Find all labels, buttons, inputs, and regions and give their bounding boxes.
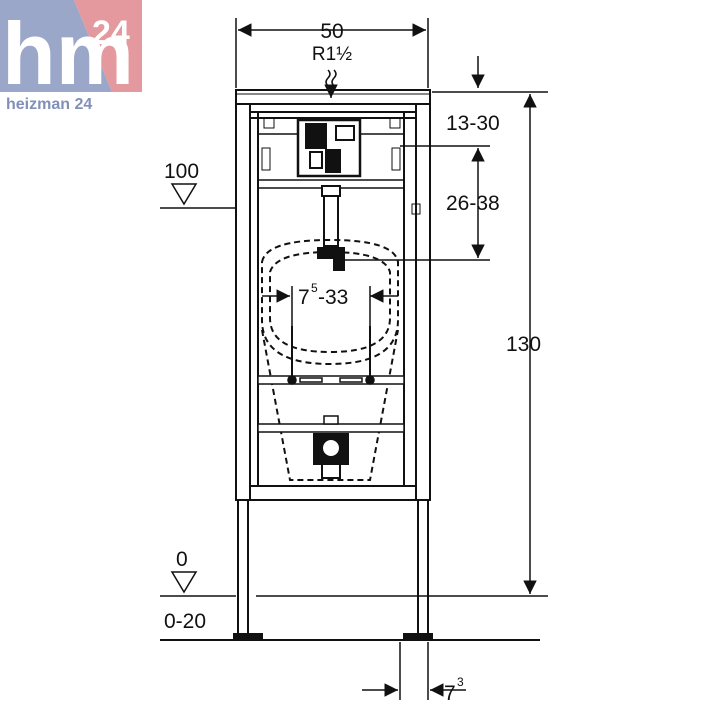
total-height-label: 130 bbox=[506, 333, 541, 356]
logo-badge: 24 bbox=[92, 14, 130, 52]
logo-mark: hm bbox=[2, 4, 134, 103]
level-triangle-100 bbox=[170, 183, 198, 206]
foot-offset-sup: 3 bbox=[457, 675, 464, 689]
foot-offset-label: 7 3 bbox=[444, 675, 464, 705]
bowl-width-rest: -33 bbox=[318, 286, 348, 309]
bowl-width-base: 7 bbox=[298, 286, 310, 309]
bottom-rail bbox=[249, 485, 417, 501]
drain-fitting bbox=[313, 433, 349, 479]
left-leg bbox=[237, 499, 249, 637]
foot-offset-base: 7 bbox=[444, 682, 456, 705]
logo: hm 24 heizman 24 bbox=[0, 0, 142, 113]
right-leg bbox=[417, 499, 429, 637]
inlet-arrows bbox=[324, 69, 338, 98]
logo-primary-shape bbox=[0, 0, 112, 92]
pipe-size-label: R1½ bbox=[312, 44, 352, 65]
bowl-width-sup: 5 bbox=[311, 281, 318, 295]
inner-top-bar bbox=[249, 111, 417, 119]
drain-height-label: 26-38 bbox=[446, 192, 500, 215]
mounting-bar bbox=[257, 326, 405, 433]
logo-wordmark: heizman 24 bbox=[6, 96, 92, 113]
supply-pipe bbox=[317, 185, 345, 271]
logo-accent-shape bbox=[74, 0, 142, 92]
bowl-width-label: 7 5 -33 bbox=[298, 281, 348, 309]
floor-range-label: 0-20 bbox=[164, 610, 206, 633]
level-100-label: 100 bbox=[164, 160, 199, 183]
inlet-range-label: 13-30 bbox=[446, 112, 500, 135]
left-post bbox=[235, 103, 251, 501]
top-rail bbox=[235, 89, 431, 105]
right-post bbox=[415, 103, 431, 501]
top-width-label: 50 bbox=[320, 20, 343, 43]
level-triangle-0 bbox=[170, 571, 198, 594]
level-0-label: 0 bbox=[176, 548, 188, 571]
flush-valve bbox=[296, 118, 362, 178]
